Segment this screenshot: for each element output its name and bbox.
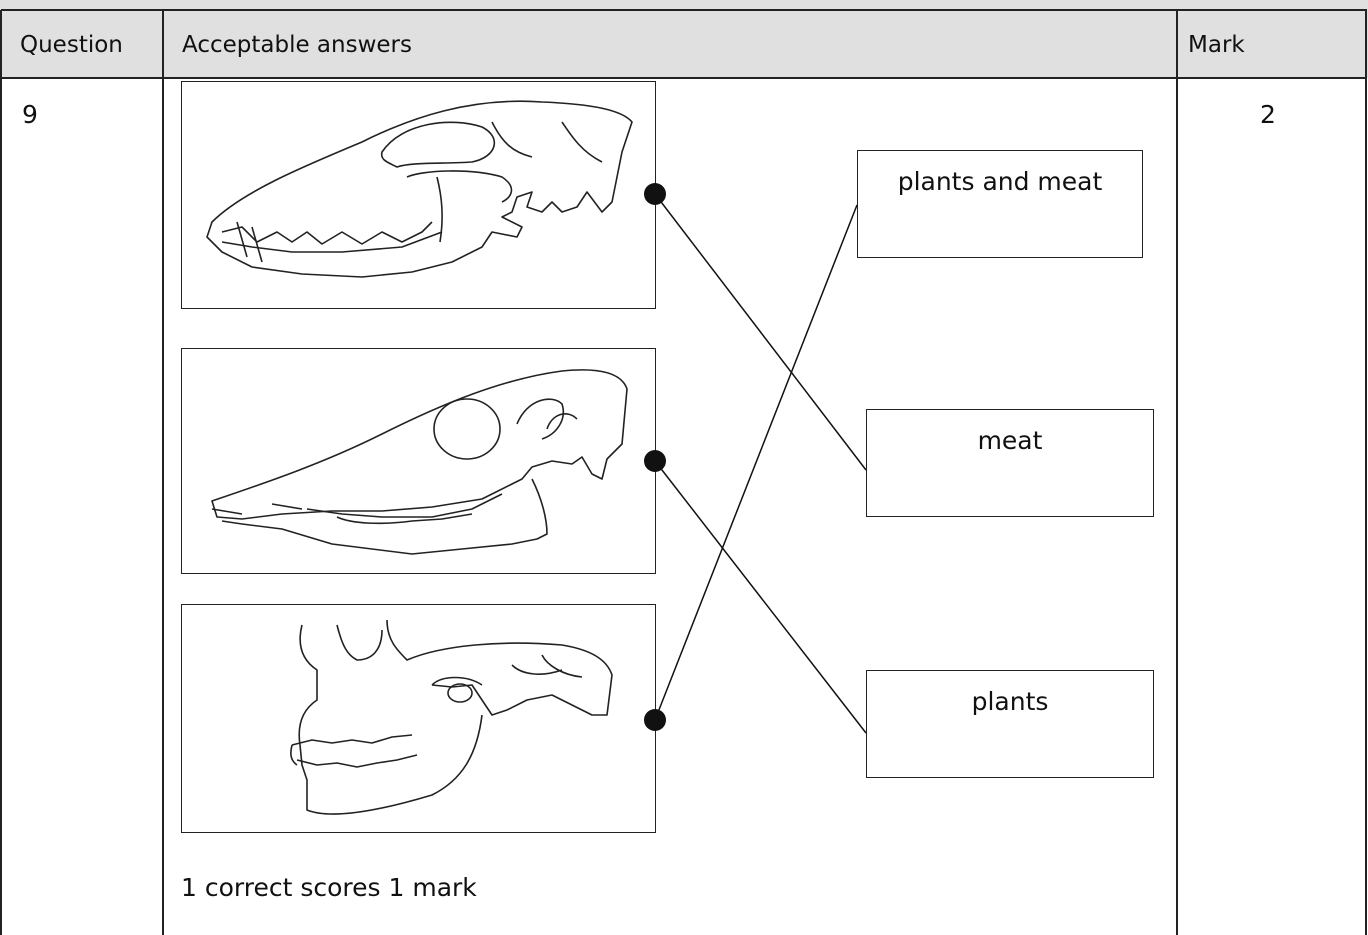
connector-dot [644,450,666,472]
match-line-horse-to-plants [655,461,866,733]
match-line-human-to-plants-and-meat [655,205,857,720]
connector-dot [644,183,666,205]
connector-dot [644,709,666,731]
match-line-dog-to-meat [655,194,866,470]
scoring-note: 1 correct scores 1 mark [181,873,477,902]
